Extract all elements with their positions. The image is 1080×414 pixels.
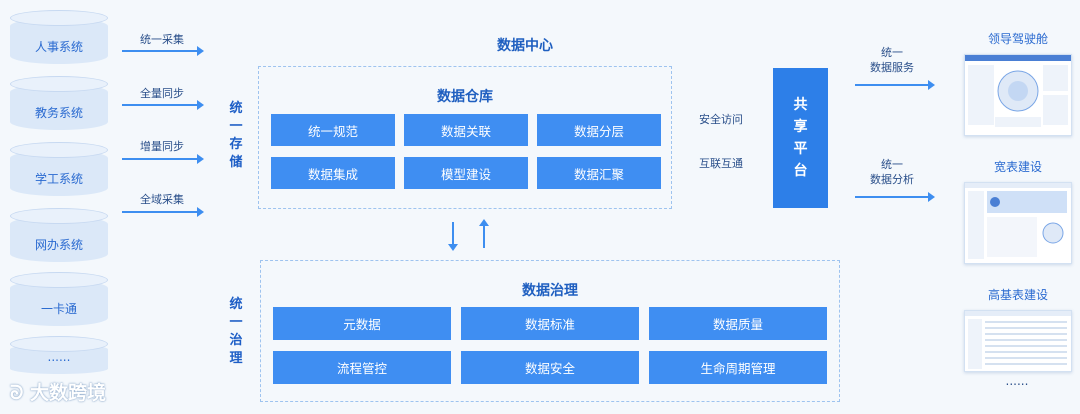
share-platform-label: 共享平台 xyxy=(793,94,809,182)
output-arrow xyxy=(855,84,933,86)
output-label: 统一 数据分析 xyxy=(858,157,926,187)
source-db-academic: 教务系统 xyxy=(10,84,108,130)
source-label: 网办系统 xyxy=(10,236,108,253)
source-db-card: 一卡通 xyxy=(10,280,108,326)
warehouse-item: 数据关联 xyxy=(404,114,528,146)
output-target-title: 宽表建设 xyxy=(960,158,1076,175)
ingest-label: 全域采集 xyxy=(122,191,202,207)
ingest-arrow xyxy=(122,158,202,160)
governance-item: 流程管控 xyxy=(273,351,451,384)
governance-item: 数据安全 xyxy=(461,351,639,384)
governance-item: 生命周期管理 xyxy=(649,351,827,384)
ingest-label: 全量同步 xyxy=(122,85,202,101)
warehouse-item: 数据分层 xyxy=(537,114,661,146)
governance-item: 数据标准 xyxy=(461,307,639,340)
data-center-title: 数据中心 xyxy=(420,35,630,55)
governance-item: 元数据 xyxy=(273,307,451,340)
source-more: ...... xyxy=(10,350,108,364)
output-label: 统一 数据服务 xyxy=(858,45,926,75)
source-db-hr: 人事系统 xyxy=(10,18,108,64)
warehouse-item: 数据集成 xyxy=(271,157,395,189)
source-label: 人事系统 xyxy=(10,38,108,55)
ingest-arrow xyxy=(122,50,202,52)
ingest-arrow xyxy=(122,104,202,106)
source-label: 学工系统 xyxy=(10,170,108,187)
governance-item: 数据质量 xyxy=(649,307,827,340)
ingest-label: 增量同步 xyxy=(122,138,202,154)
share-platform: 共享平台 xyxy=(773,68,828,208)
output-arrow xyxy=(855,196,933,198)
governance-title: 数据治理 xyxy=(445,280,655,300)
source-db-more: ...... xyxy=(10,344,108,374)
outputs-more: ...... xyxy=(990,374,1044,388)
ingest-label: 统一采集 xyxy=(122,31,202,47)
output-target-title: 高基表建设 xyxy=(960,286,1076,303)
wide-table-thumbnail xyxy=(964,182,1072,264)
storage-label: 统一存储 xyxy=(228,100,244,172)
warehouse-item: 统一规范 xyxy=(271,114,395,146)
source-db-office: 网办系统 xyxy=(10,216,108,262)
source-label: 一卡通 xyxy=(10,300,108,317)
watermark: ᘐ 大数跨境 xyxy=(10,378,106,405)
watermark-text: 大数跨境 xyxy=(30,382,106,404)
warehouse-item: 模型建设 xyxy=(404,157,528,189)
access-label: 安全访问 xyxy=(686,111,756,127)
output-target-title: 领导驾驶舱 xyxy=(960,30,1076,47)
governance-label: 统一治理 xyxy=(228,296,244,368)
access-label: 互联互通 xyxy=(686,155,756,171)
source-label: 教务系统 xyxy=(10,104,108,121)
cockpit-dashboard-thumbnail xyxy=(964,54,1072,136)
ingest-arrow xyxy=(122,211,202,213)
high-base-table-thumbnail xyxy=(964,310,1072,372)
watermark-icon: ᘐ xyxy=(10,382,30,404)
down-arrow xyxy=(452,222,454,248)
up-arrow xyxy=(483,222,485,248)
warehouse-title: 数据仓库 xyxy=(360,86,570,106)
warehouse-item: 数据汇聚 xyxy=(537,157,661,189)
source-db-student: 学工系统 xyxy=(10,150,108,196)
